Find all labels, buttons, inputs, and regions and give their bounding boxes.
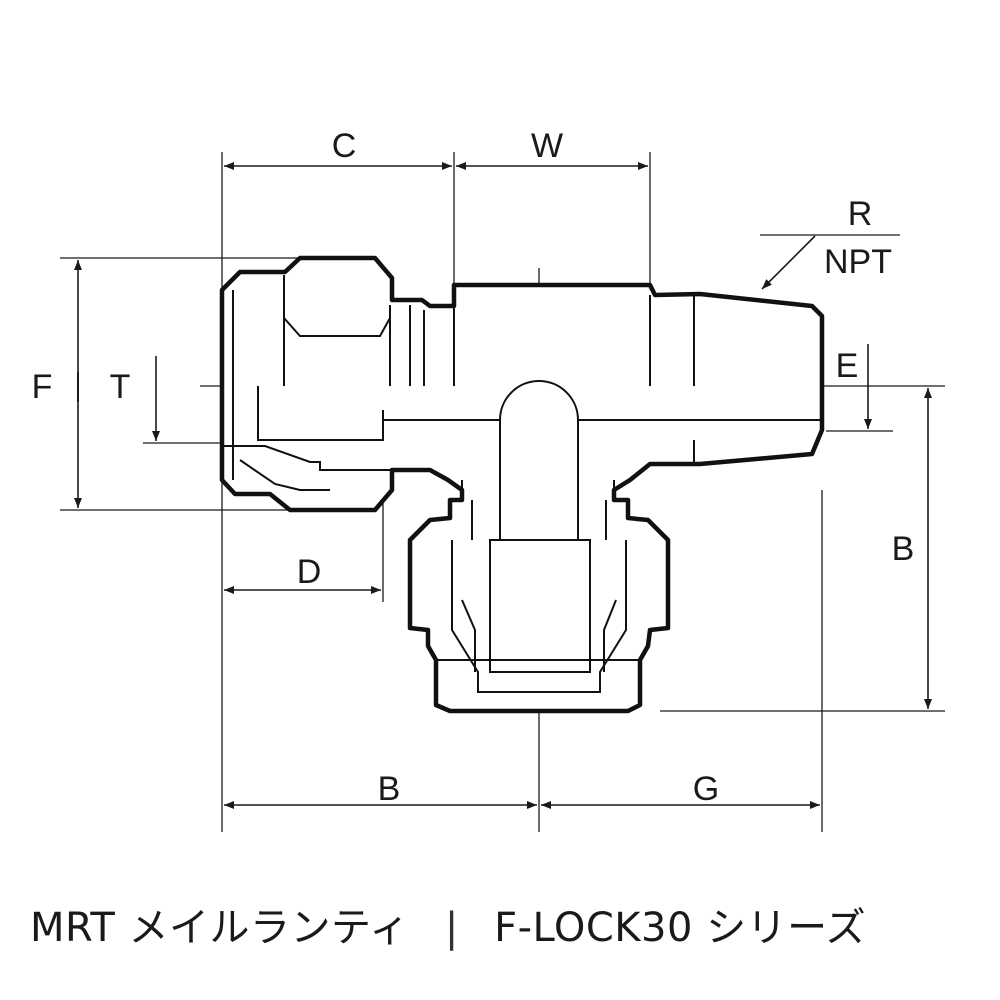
caption-model: MRT [30, 905, 116, 951]
label-d: D [297, 553, 322, 591]
dimension-lines [74, 162, 932, 809]
branch-nut-inner [451, 540, 627, 693]
label-c: C [332, 127, 357, 165]
inner-details [222, 275, 822, 693]
label-npt: NPT [824, 243, 892, 281]
caption: MRT メイルランティ | F-LOCK30 シリーズ [30, 895, 866, 953]
branch-bore [499, 420, 579, 540]
label-g: G [693, 770, 719, 808]
tube-bore [257, 386, 384, 441]
label-t: T [110, 368, 131, 406]
caption-separator: | [444, 905, 459, 951]
hex-flat [283, 317, 391, 337]
label-r: R [848, 195, 873, 233]
fitting-outline [219, 255, 825, 714]
caption-series: F-LOCK30 シリーズ [494, 905, 867, 951]
dimension-labels: C W R NPT F T E B D B G [32, 127, 915, 808]
label-b-right: B [892, 530, 915, 568]
label-b-bottom: B [378, 770, 401, 808]
branch-tube [489, 539, 591, 673]
label-f: F [32, 368, 53, 406]
leader-r-npt [761, 235, 816, 290]
ferrule [222, 445, 390, 471]
label-e: E [836, 347, 859, 385]
caption-name: メイルランティ [128, 905, 410, 951]
label-w: W [531, 127, 563, 165]
left-nut-outline [219, 255, 825, 714]
